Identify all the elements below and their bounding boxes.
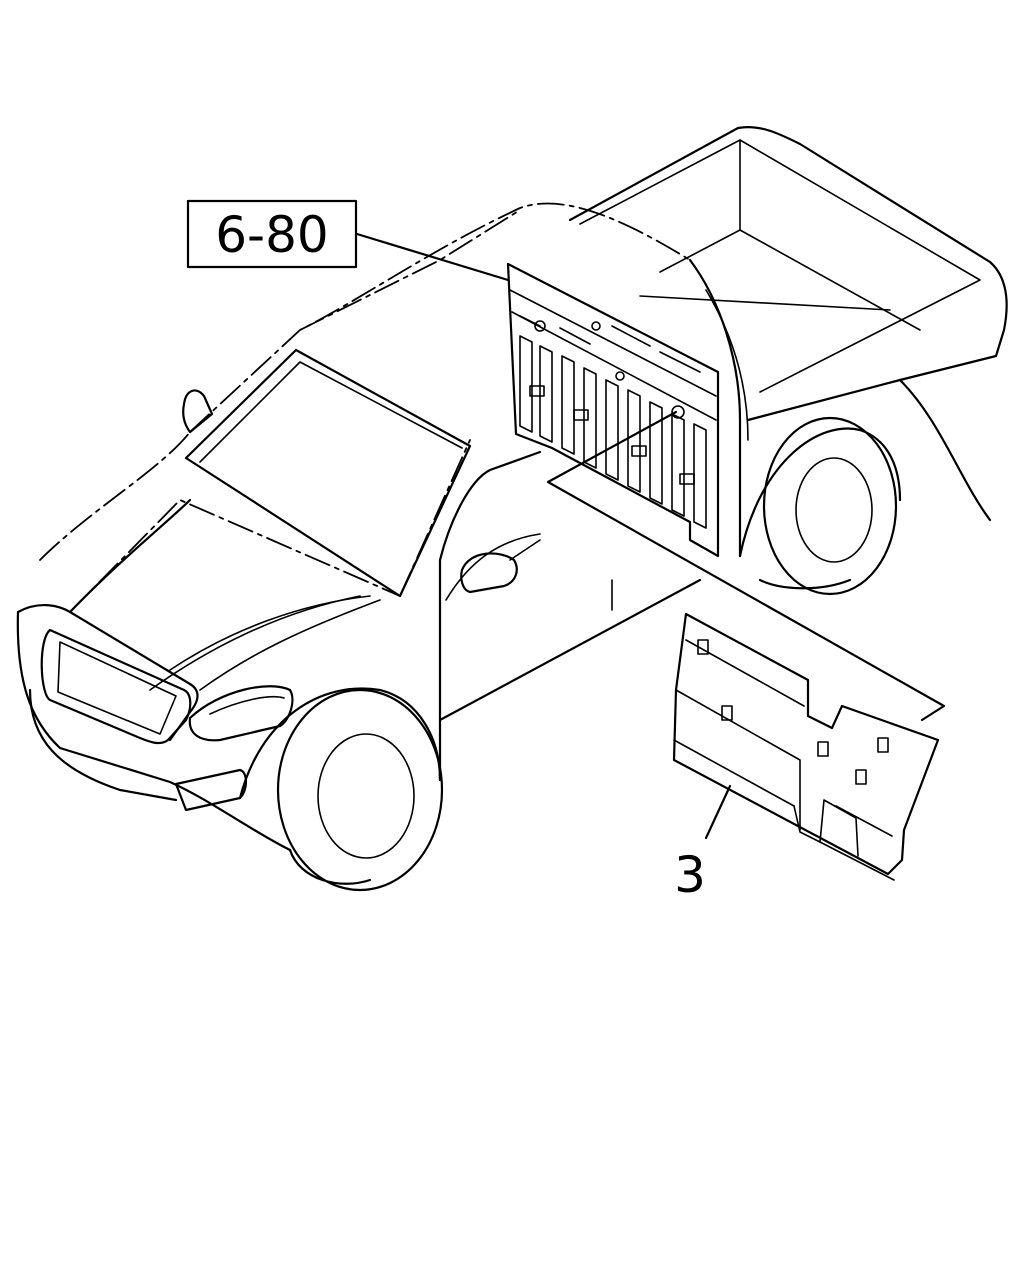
rear-wheel [762, 416, 898, 596]
side-mirror [460, 552, 518, 594]
headlamp [188, 685, 294, 742]
reference-box[interactable]: 6-80 [186, 199, 358, 269]
explosion-lines [546, 410, 946, 722]
front-wheel [276, 688, 444, 892]
rear-wheel-hub [795, 457, 873, 563]
part-3-panel[interactable] [672, 612, 940, 881]
reference-label: 6-80 [215, 206, 328, 264]
rear-cab-panel[interactable] [506, 262, 720, 558]
part-callout-number: 3 [674, 846, 706, 904]
left-mirror [182, 389, 214, 434]
front-wheel-hub [317, 733, 415, 859]
windshield [184, 348, 472, 598]
grille [40, 628, 192, 745]
callout-leader-line [704, 784, 732, 840]
reference-leader-line [355, 232, 510, 282]
truck-outline [16, 202, 749, 892]
pickup-bed [568, 126, 1008, 596]
part-callout[interactable]: 3 [674, 784, 732, 904]
